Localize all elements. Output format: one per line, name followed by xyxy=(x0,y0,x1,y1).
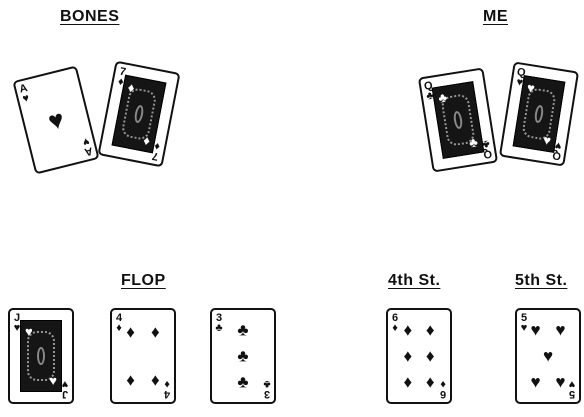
card-corner: 4♦ xyxy=(114,313,124,333)
club-icon: ♣ xyxy=(237,322,248,339)
card-corner: 5♥ xyxy=(519,313,529,333)
flop-label: FLOP xyxy=(121,272,166,290)
heart-icon: ♥ xyxy=(45,106,66,135)
card-corner: 6♦ xyxy=(390,313,400,333)
fifth-street-label: 5th St. xyxy=(515,272,567,290)
card-corner: 4♦ xyxy=(162,379,172,399)
heart-icon: ♥ xyxy=(49,374,57,387)
club-icon: ♣ xyxy=(468,135,478,149)
fourth-street-six-of-diamonds-card[interactable]: 6♦ ♦ ♦ ♦ ♦ ♦ ♦ 6♦ xyxy=(386,308,452,404)
me-queen-of-clubs-card[interactable]: Q♣ ♣ ♣ Q♣ xyxy=(418,67,498,172)
diamond-icon: ♦ xyxy=(127,81,136,95)
card-corner: 7♦ xyxy=(149,140,163,162)
diamond-icon: ♦ xyxy=(426,348,435,365)
diamond-icon: ♦ xyxy=(151,371,160,388)
card-corner: Q♣ xyxy=(480,138,493,159)
bones-seven-of-diamonds-card[interactable]: 7♦ ♦ ♦ 7♦ xyxy=(97,61,180,168)
heart-icon: ♥ xyxy=(555,322,565,339)
heart-icon: ♥ xyxy=(542,133,552,147)
diamond-icon: ♦ xyxy=(151,324,160,341)
heart-icon: ♥ xyxy=(543,348,553,365)
heart-icon: ♥ xyxy=(25,325,33,338)
flop-jack-of-hearts-card[interactable]: J♥ ♥ ♥ J♥ xyxy=(8,308,74,404)
diamond-icon: ♦ xyxy=(126,371,135,388)
heart-icon: ♥ xyxy=(555,373,565,390)
heart-icon: ♥ xyxy=(526,81,536,95)
fourth-street-label: 4th St. xyxy=(388,272,440,290)
heart-icon: ♥ xyxy=(531,322,541,339)
diamond-icon: ♦ xyxy=(126,324,135,341)
card-face-artwork: ♣ ♣ xyxy=(432,81,485,159)
diamond-icon: ♦ xyxy=(403,322,412,339)
club-icon: ♣ xyxy=(237,348,248,365)
card-corner: 3♣ xyxy=(214,313,224,333)
fifth-street-five-of-hearts-card[interactable]: 5♥ ♥ ♥ ♥ ♥ ♥ 5♥ xyxy=(515,308,581,404)
flop-three-of-clubs-card[interactable]: 3♣ ♣ ♣ ♣ 3♣ xyxy=(210,308,276,404)
club-icon: ♣ xyxy=(437,91,447,105)
diamond-icon: ♦ xyxy=(403,348,412,365)
me-queen-of-hearts-card[interactable]: Q♥ ♥ ♥ Q♥ xyxy=(499,61,579,166)
card-corner: A♥ xyxy=(80,135,95,157)
bones-label: BONES xyxy=(60,8,119,26)
card-face-artwork: ♥ ♥ xyxy=(20,320,62,392)
bones-ace-of-hearts-card[interactable]: A♥ ♥ A♥ xyxy=(12,65,99,174)
card-corner: 3♣ xyxy=(262,379,272,399)
diamond-icon: ♦ xyxy=(403,373,412,390)
card-corner: 6♦ xyxy=(438,379,448,399)
card-corner: Q♥ xyxy=(551,140,564,161)
flop-four-of-diamonds-card[interactable]: 4♦ ♦ ♦ ♦ ♦ 4♦ xyxy=(110,308,176,404)
diamond-icon: ♦ xyxy=(142,133,151,147)
diamond-icon: ♦ xyxy=(426,373,435,390)
card-corner: A♥ xyxy=(17,83,32,105)
club-icon: ♣ xyxy=(237,373,248,390)
me-label: ME xyxy=(483,8,508,26)
card-corner: J♥ xyxy=(60,379,70,399)
diamond-icon: ♦ xyxy=(426,322,435,339)
card-corner: 5♥ xyxy=(567,379,577,399)
heart-icon: ♥ xyxy=(531,373,541,390)
